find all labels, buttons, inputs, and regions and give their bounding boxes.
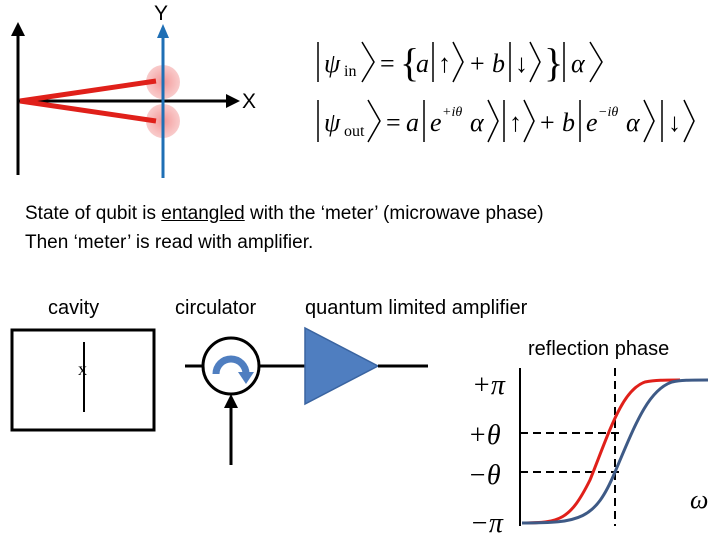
circuit-schematic: x	[10, 326, 428, 465]
psi-in-a: a	[416, 49, 429, 78]
psi-out-alpha-neg: α	[626, 108, 641, 137]
cavity-box	[10, 328, 156, 432]
psi-out-equals: =	[386, 108, 401, 137]
equations: ψ in = { a ↑ + b ↓ } α ψ out = a e +iθ α…	[317, 40, 695, 143]
y-axis-arrowhead	[11, 22, 25, 36]
psi-in-symbol: ψ	[324, 49, 341, 78]
measurement-axis-arrowhead	[157, 24, 169, 38]
psi-out-b: b	[562, 108, 575, 137]
x-axis-omega: ω	[690, 485, 708, 514]
meter-vector-lower	[19, 98, 157, 124]
reflection-plot-title: reflection phase	[528, 338, 670, 360]
psi-out-symbol: ψ	[324, 108, 341, 137]
tick-minus-theta: −θ	[468, 460, 501, 491]
x-axis-label: X	[242, 90, 257, 113]
circulator-arrow	[212, 355, 250, 375]
equation-psi-out: ψ out = a e +iθ α ↑ + b e −iθ α ↓	[317, 99, 695, 143]
circulator-arrow-head	[238, 372, 254, 384]
psi-out-a: a	[406, 108, 419, 137]
tick-plus-theta: +θ	[468, 420, 501, 451]
amplifier-triangle	[304, 326, 380, 406]
description-line-1-pre: State of qubit is	[25, 203, 162, 224]
psi-out-subscript: out	[344, 123, 365, 140]
meter-vector-upper	[19, 78, 157, 104]
psi-in-b: b	[492, 49, 505, 78]
psi-out-up-arrow: ↑	[509, 108, 522, 137]
circulator-symbol	[201, 336, 261, 396]
psi-in-plus: +	[470, 49, 485, 78]
svg-text:{: {	[400, 40, 419, 85]
description-line-1-post: with the ‘meter’ (microwave phase)	[244, 203, 544, 224]
tick-plus-pi: +π	[472, 370, 506, 401]
input-arrowhead	[224, 394, 238, 408]
tick-minus-pi: −π	[470, 508, 504, 538]
psi-out-plus: +	[540, 108, 555, 137]
psi-in-subscript: in	[344, 63, 356, 80]
psi-out-alpha-pos: α	[470, 108, 485, 137]
psi-out-exp-pos: e	[430, 108, 442, 137]
y-axis-label: Y	[154, 2, 169, 25]
reflection-plot: +π +θ −θ −π ω	[468, 368, 709, 538]
phase-diagram	[11, 22, 240, 178]
amplifier-label: quantum limited amplifier	[305, 297, 528, 319]
description-entangled: entangled	[161, 203, 245, 224]
psi-in-up-arrow: ↑	[438, 49, 451, 78]
psi-in-down-arrow: ↓	[515, 49, 528, 78]
psi-out-exp-neg-sup: −iθ	[598, 105, 618, 120]
description-line-2: Then ‘meter’ is read with amplifier.	[25, 232, 314, 253]
psi-in-equals: =	[380, 49, 395, 78]
cavity-label: cavity	[48, 297, 100, 319]
x-axis-arrowhead	[226, 94, 240, 108]
circulator-label: circulator	[175, 297, 257, 319]
qubit-symbol: x	[78, 359, 87, 379]
equation-psi-in: ψ in = { a ↑ + b ↓ } α	[317, 40, 603, 85]
red-phase-curve	[521, 378, 681, 525]
psi-out-down-arrow: ↓	[668, 108, 681, 137]
psi-out-exp-pos-sup: +iθ	[442, 105, 462, 120]
psi-in-alpha: α	[571, 49, 586, 78]
description-line-1: State of qubit is entangled with the ‘me…	[25, 203, 544, 225]
svg-text:}: }	[544, 40, 563, 85]
blue-phase-curve	[521, 378, 709, 525]
psi-out-exp-neg: e	[586, 108, 598, 137]
